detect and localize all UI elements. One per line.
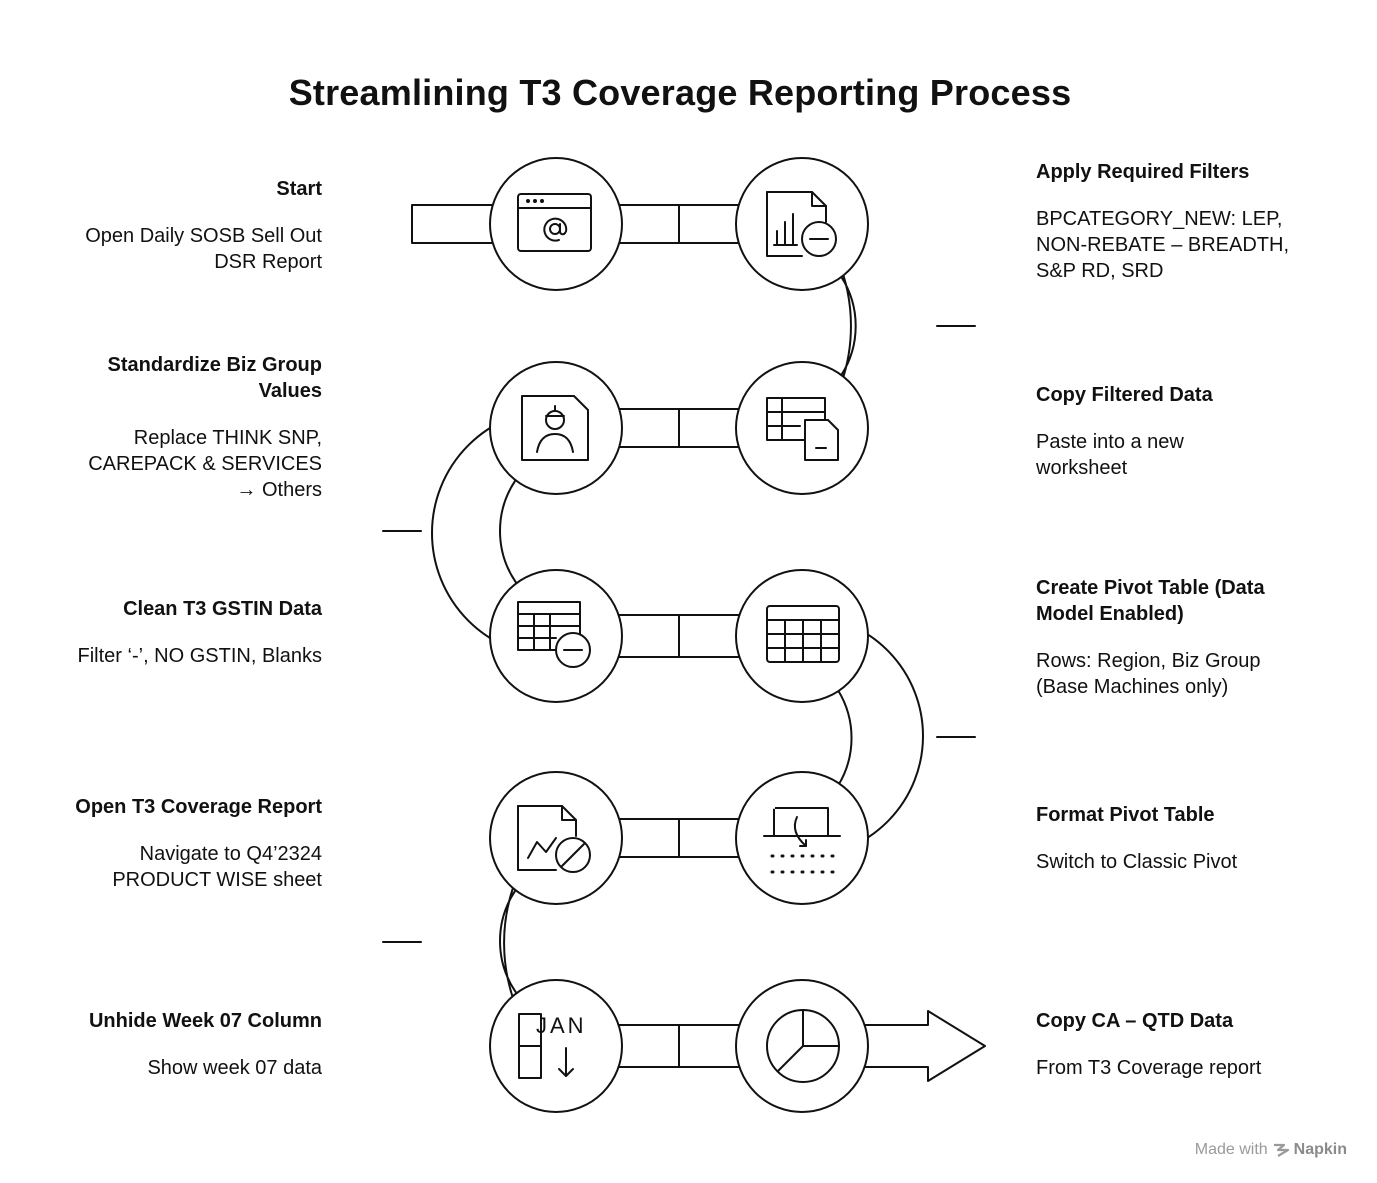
step-copy-filtered: Copy Filtered Data Paste into a new work…: [1036, 382, 1326, 481]
table-minus-icon: [517, 601, 591, 668]
pivot-switch-icon: [763, 799, 842, 874]
calendar-column-icon: [518, 1013, 574, 1079]
step-title: Open T3 Coverage Report: [75, 796, 322, 818]
step-description: BPCATEGORY_NEW: LEP, NON-REBATE – BREADT…: [1036, 208, 1289, 282]
footer-credit: Made with Napkin: [1195, 1141, 1347, 1159]
chart-document-minus-icon: [766, 191, 837, 257]
step-standardize: Standardize Biz Group Values Replace THI…: [32, 352, 322, 503]
road-outer-edge: [411, 204, 986, 1082]
chart-document-blocked-icon: [517, 805, 591, 873]
step-title: Standardize Biz Group Values: [107, 354, 322, 402]
brand-label: Napkin: [1293, 1141, 1347, 1158]
step-clean-gstin: Clean T3 GSTIN Data Filter ‘-’, NO GSTIN…: [32, 596, 322, 669]
step-description: Rows: Region, Biz Group (Base Machines o…: [1036, 650, 1261, 698]
step-title: Copy CA – QTD Data: [1036, 1010, 1234, 1032]
table-grid-icon: [766, 605, 840, 663]
step-title: Unhide Week 07 Column: [88, 1010, 322, 1032]
table-document-icon: [766, 397, 839, 461]
step-title: Start: [276, 178, 322, 200]
step-description: Paste into a new worksheet: [1036, 431, 1184, 479]
web-email-icon: [517, 193, 592, 252]
step-node-format-pivot: [735, 771, 869, 905]
pie-chart-icon: [766, 1009, 840, 1083]
step-node-unhide-week: [489, 979, 623, 1113]
step-title: Create Pivot Table (Data Model Enabled): [1036, 577, 1265, 625]
page-title: Streamlining T3 Coverage Reporting Proce…: [288, 72, 1072, 113]
step-node-apply-filters: [735, 157, 869, 291]
step-description: From T3 Coverage report: [1036, 1057, 1262, 1079]
step-description: Filter ‘-’, NO GSTIN, Blanks: [77, 645, 322, 667]
step-title: Apply Required Filters: [1036, 161, 1250, 183]
step-node-copy-filtered: [735, 361, 869, 495]
step-description: Switch to Classic Pivot: [1036, 851, 1238, 873]
step-description: Replace THINK SNP, CAREPACK & SERVICES →…: [88, 427, 322, 501]
user-document-icon: [521, 395, 589, 461]
made-with-label: Made with: [1194, 1141, 1268, 1158]
step-apply-filters: Apply Required Filters BPCATEGORY_NEW: L…: [1036, 159, 1326, 284]
step-description: Show week 07 data: [147, 1057, 322, 1079]
step-node-clean-gstin: [489, 569, 623, 703]
step-title: Copy Filtered Data: [1036, 384, 1213, 406]
step-title: Format Pivot Table: [1036, 804, 1215, 826]
napkin-logo-icon: [1273, 1143, 1289, 1157]
step-unhide-week: Unhide Week 07 Column Show week 07 data: [32, 1008, 322, 1081]
step-copy-ca-qtd: Copy CA – QTD Data From T3 Coverage repo…: [1036, 1008, 1326, 1081]
step-title: Clean T3 GSTIN Data: [123, 598, 322, 620]
step-format-pivot: Format Pivot Table Switch to Classic Piv…: [1036, 802, 1326, 875]
calendar-month-label: JAN: [536, 1013, 587, 1038]
step-create-pivot: Create Pivot Table (Data Model Enabled) …: [1036, 575, 1326, 700]
step-description: Navigate to Q4’2324 PRODUCT WISE sheet: [112, 843, 322, 891]
step-description: Open Daily SOSB Sell Out DSR Report: [85, 225, 322, 273]
step-open-report: Open T3 Coverage Report Navigate to Q4’2…: [32, 794, 322, 893]
step-start: Start Open Daily SOSB Sell Out DSR Repor…: [32, 176, 322, 275]
